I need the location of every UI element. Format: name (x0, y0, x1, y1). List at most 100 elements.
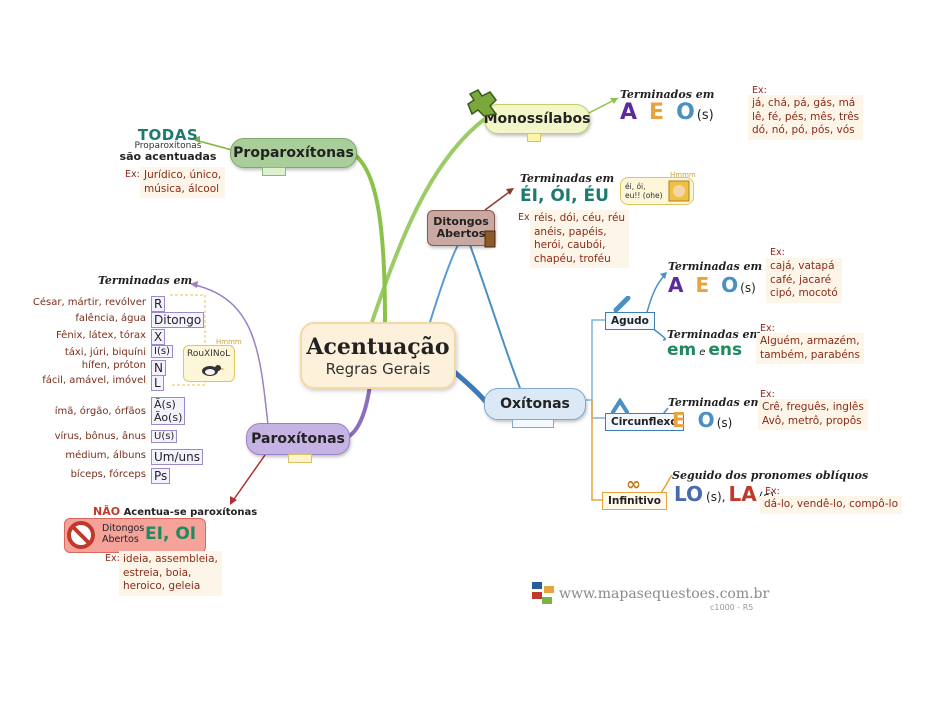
row-i-ending: I(s) (151, 345, 173, 358)
oxitonas-node[interactable]: Oxítonas (484, 388, 586, 420)
rouxinol-hint: Hmmm (216, 338, 242, 346)
nao-word: NÃO (93, 505, 121, 518)
puzzle-icon (467, 89, 498, 117)
agudo-ending-e: E (695, 273, 710, 297)
ending-e: E (649, 100, 665, 125)
proparoxitonas-node[interactable]: Proparoxítonas (230, 138, 357, 168)
row-u-ending: U(s) (151, 430, 178, 443)
row-l-words: fácil, amável, imóvel (42, 375, 146, 386)
circunflexo-button[interactable]: Circunflexo (605, 413, 684, 431)
ending-o: O (s) (676, 100, 714, 125)
agudo-example: cipó, mocotó (770, 287, 838, 299)
row-um-ending: Um/uns (151, 449, 203, 465)
face-icon (668, 180, 690, 202)
agudo-ex2-label: Ex: (760, 323, 775, 334)
circunflexo-ending-e: E (672, 408, 686, 432)
nao-example: ideia, assembleia, (123, 553, 218, 565)
nao-line: NÃO Acentua-se paroxítonas (93, 505, 257, 518)
acute-icon (613, 296, 631, 312)
nao-ditongos: Ditongos Abertos (102, 523, 144, 545)
circunflexo-example: Avô, metrô, propôs (762, 414, 862, 427)
proparoxitonas-example: música, álcool (144, 182, 220, 195)
paroxitonas-heading: Terminadas em (98, 274, 193, 287)
ending-la: LA (728, 482, 757, 506)
ending-lo: LO (674, 482, 704, 506)
ending-a: A (620, 100, 638, 125)
ditongos-ex-label: Ex: (518, 212, 533, 223)
oxitonas-tab (512, 419, 554, 428)
todas-sub: Proparoxítonas (134, 141, 202, 151)
nao-examples: ideia, assembleia, estreia, boia, heroic… (119, 551, 222, 596)
monossilabos-example: já, chá, pá, gás, má (752, 97, 856, 109)
row-i-words: táxi, júri, biquíni (64, 347, 146, 358)
site-url[interactable]: www.mapasequestoes.com.br (559, 586, 770, 602)
branch-ditongos (429, 244, 459, 323)
agudo-ex1-label: Ex: (770, 247, 785, 258)
row-ditongo-words: falência, água (75, 313, 146, 324)
ditongos-abertos-line2: Abertos (436, 227, 486, 240)
rouxinol-text: RouXINoL (187, 349, 231, 359)
circunflexo-ex: Crê, freguês, inglês Avô, metrô, propôs (758, 399, 868, 430)
monossilabos-endings: A E O (s) (620, 100, 714, 125)
infinitivo-button[interactable]: Infinitivo (602, 492, 667, 510)
ending-o-letter: O (676, 100, 695, 125)
ditongos-example: réis, dói, céu, réu (534, 212, 626, 224)
infinity-icon: ∞ (626, 474, 641, 495)
proparoxitonas-examples: Jurídico, único, música, álcool (140, 167, 226, 198)
agudo-heading-2: Terminadas em (667, 328, 762, 341)
monossilabos-label: Monossílabos (483, 111, 591, 127)
branch-proparoxitonas (350, 151, 387, 323)
central-subtitle: Regras Gerais (325, 359, 431, 378)
branch-paroxitonas (344, 384, 372, 440)
proparoxitonas-example: Jurídico, único, (144, 169, 222, 181)
ditongos-heading: Terminadas em (520, 172, 615, 185)
agudo-example: Alguém, armazém, (760, 335, 860, 347)
row-ao-ending: Ã(s) Ão(s) (151, 397, 186, 425)
paroxitonas-node[interactable]: Paroxítonas (246, 423, 350, 455)
agudo-button[interactable]: Agudo (605, 312, 655, 330)
circunflexo-ending-o-suffix: (s) (716, 416, 733, 430)
todas-line: são acentuadas (119, 150, 217, 163)
paroxitonas-tab (288, 454, 312, 463)
paroxitonas-label: Paroxítonas (251, 431, 345, 447)
ditongos-abertos-node[interactable]: Ditongos Abertos (427, 210, 495, 246)
agudo-ending-o-letter: O (721, 273, 739, 297)
monossilabos-tab (527, 133, 541, 142)
row-ditongo-ending: Ditongo (151, 312, 205, 328)
todas-block: TODAS Proparoxítonas são acentuadas (118, 126, 218, 163)
nao-box: Ditongos Abertos EI, OI (64, 518, 206, 553)
branch-oxitonas (450, 368, 488, 404)
circunflexo-ending-o: O (s) (698, 408, 733, 432)
agudo-endings: A E O (s) (668, 273, 756, 297)
nao-eioi: EI, OI (145, 524, 197, 544)
circunflexo-ex-label: Ex: (760, 389, 775, 400)
circumflex-icon (611, 398, 629, 414)
infinitivo-ex-label: Ex: (765, 486, 780, 497)
monossilabos-examples: já, chá, pá, gás, má lê, fé, pés, mês, t… (748, 95, 864, 140)
agudo-ex1: cajá, vatapá café, jacaré cipó, mocotó (766, 258, 842, 303)
ditongos-bubble: éi, ói, eu!! (ohe) (620, 177, 694, 205)
agudo-em-ens: em e ens (667, 340, 742, 360)
infinitivo-heading: Seguido dos pronomes oblíquos (672, 469, 869, 482)
door-icon (484, 230, 496, 248)
nao-ex-label: Ex: (105, 553, 120, 564)
nao-ditongos-line1: Ditongos (102, 523, 145, 534)
site-code: c1000 - R5 (710, 603, 754, 612)
row-u-words: vírus, bônus, ânus (54, 431, 146, 442)
agudo-example: também, parabéns (760, 348, 860, 361)
central-node[interactable]: Acentuação Regras Gerais (300, 322, 456, 389)
ending-o-suffix: (s) (696, 108, 714, 123)
monossilabos-example: lê, fé, pés, mês, três (752, 110, 860, 123)
prohibited-icon (67, 521, 95, 549)
circunflexo-heading: Terminadas em (668, 396, 763, 409)
agudo-example: café, jacaré (770, 273, 832, 286)
circunflexo-endings: E O (s) (672, 408, 732, 432)
ditongos-endings: ÉI, ÓI, ÉU (520, 186, 609, 206)
row-r-words: César, mártir, revólver (32, 297, 146, 308)
monossilabos-node[interactable]: Monossílabos (484, 104, 590, 134)
row-ps-words: bíceps, fórceps (70, 469, 146, 480)
proparoxitonas-label: Proparoxítonas (233, 145, 354, 161)
ending-lo-suffix: (s), (706, 490, 726, 504)
row-ao-ending-2: Ão(s) (154, 411, 183, 424)
row-um-words: médium, álbuns (65, 450, 146, 461)
